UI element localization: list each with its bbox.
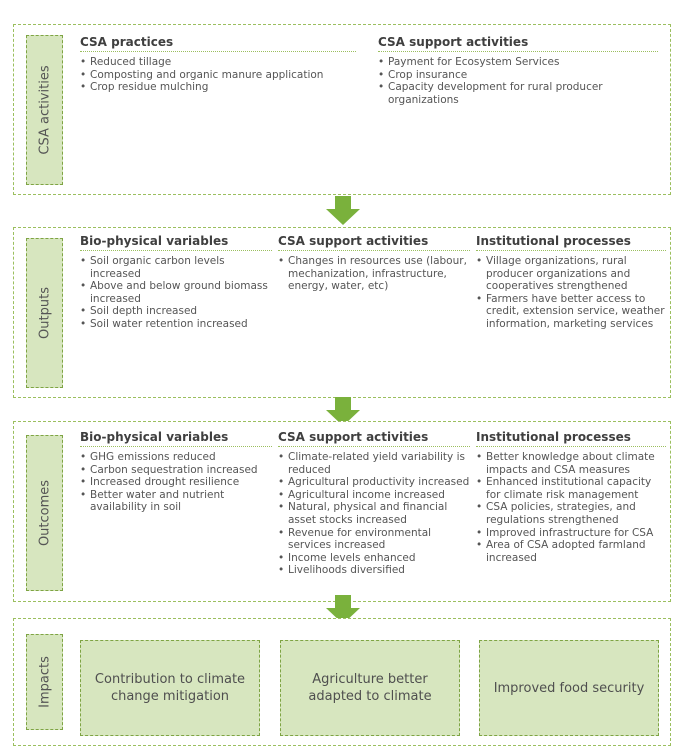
list-item: Soil water retention increased [80,318,272,331]
outcomes-tab-label: Outcomes [37,479,52,547]
outcomes-biophysical-list: GHG emissions reduced Carbon sequestrati… [80,451,272,514]
outputs-tab: Outputs [26,238,63,388]
csa-activities-section: CSA activities CSA practices Reduced til… [13,24,671,195]
outputs-institutional-title: Institutional processes [476,234,666,251]
list-item: Income levels enhanced [278,552,470,565]
list-item: Livelihoods diversified [278,564,470,577]
outputs-tab-label: Outputs [37,287,52,339]
list-item: Enhanced institutional capacity for clim… [476,476,666,501]
list-item: Area of CSA adopted farmland increased [476,539,666,564]
list-item: Reduced tillage [80,56,356,69]
outputs-biophysical-title: Bio-physical variables [80,234,272,251]
list-item: Village organizations, rural producer or… [476,255,666,293]
csa-activities-tab-label: CSA activities [37,65,52,155]
csa-support-activities-column: CSA support activities Payment for Ecosy… [378,35,658,106]
down-arrow-icon [326,397,360,426]
outcomes-support-list: Climate-related yield variability is red… [278,451,470,577]
impact-box-food-security: Improved food security [479,640,659,736]
csa-activities-tab: CSA activities [26,35,63,185]
list-item: CSA policies, strategies, and regulation… [476,501,666,526]
impacts-section: Impacts Contribution to climate change m… [13,618,671,746]
list-item: Soil depth increased [80,305,272,318]
outcomes-biophysical-column: Bio-physical variables GHG emissions red… [80,430,272,514]
list-item: Farmers have better access to credit, ex… [476,293,666,331]
outcomes-biophysical-title: Bio-physical variables [80,430,272,447]
impact-box-label: Contribution to climate change mitigatio… [94,672,246,704]
outputs-biophysical-column: Bio-physical variables Soil organic carb… [80,234,272,331]
outcomes-institutional-column: Institutional processes Better knowledge… [476,430,666,564]
outputs-institutional-column: Institutional processes Village organiza… [476,234,666,331]
list-item: Crop insurance [378,69,658,82]
list-item: Composting and organic manure applicatio… [80,69,356,82]
impact-box-mitigation: Contribution to climate change mitigatio… [80,640,260,736]
csa-support-activities-list: Payment for Ecosystem Services Crop insu… [378,56,658,106]
list-item: Increased drought resilience [80,476,272,489]
list-item: Crop residue mulching [80,81,356,94]
outputs-support-column: CSA support activities Changes in resour… [278,234,470,293]
list-item: GHG emissions reduced [80,451,272,464]
list-item: Payment for Ecosystem Services [378,56,658,69]
outputs-institutional-list: Village organizations, rural producer or… [476,255,666,331]
csa-practices-list: Reduced tillage Composting and organic m… [80,56,356,94]
list-item: Carbon sequestration increased [80,464,272,477]
outputs-section: Outputs Bio-physical variables Soil orga… [13,227,671,398]
down-arrow-icon [326,595,360,624]
impacts-tab: Impacts [26,634,63,730]
list-item: Better knowledge about climate impacts a… [476,451,666,476]
list-item: Soil organic carbon levels increased [80,255,272,280]
outcomes-institutional-title: Institutional processes [476,430,666,447]
outcomes-tab: Outcomes [26,435,63,591]
outcomes-institutional-list: Better knowledge about climate impacts a… [476,451,666,564]
outcomes-support-column: CSA support activities Climate-related y… [278,430,470,577]
down-arrow-icon [326,196,360,225]
outcomes-support-title: CSA support activities [278,430,470,447]
list-item: Changes in resources use (labour, mechan… [278,255,470,293]
csa-practices-title: CSA practices [80,35,356,52]
outputs-biophysical-list: Soil organic carbon levels increased Abo… [80,255,272,331]
list-item: Capacity development for rural producer … [378,81,658,106]
csa-practices-column: CSA practices Reduced tillage Composting… [80,35,356,94]
impact-box-label: Agriculture better adapted to climate [308,672,432,704]
list-item: Improved infrastructure for CSA [476,527,666,540]
outcomes-section: Outcomes Bio-physical variables GHG emis… [13,421,671,602]
impact-box-adaptation: Agriculture better adapted to climate [280,640,460,736]
list-item: Above and below ground biomass increased [80,280,272,305]
list-item: Revenue for environmental services incre… [278,527,470,552]
csa-support-activities-title: CSA support activities [378,35,658,52]
list-item: Natural, physical and financial asset st… [278,501,470,526]
outputs-support-list: Changes in resources use (labour, mechan… [278,255,470,293]
list-item: Climate-related yield variability is red… [278,451,470,476]
impacts-tab-label: Impacts [37,656,52,708]
list-item: Better water and nutrient availability i… [80,489,272,514]
outputs-support-title: CSA support activities [278,234,470,251]
list-item: Agricultural income increased [278,489,470,502]
list-item: Agricultural productivity increased [278,476,470,489]
impact-box-label: Improved food security [493,680,645,696]
